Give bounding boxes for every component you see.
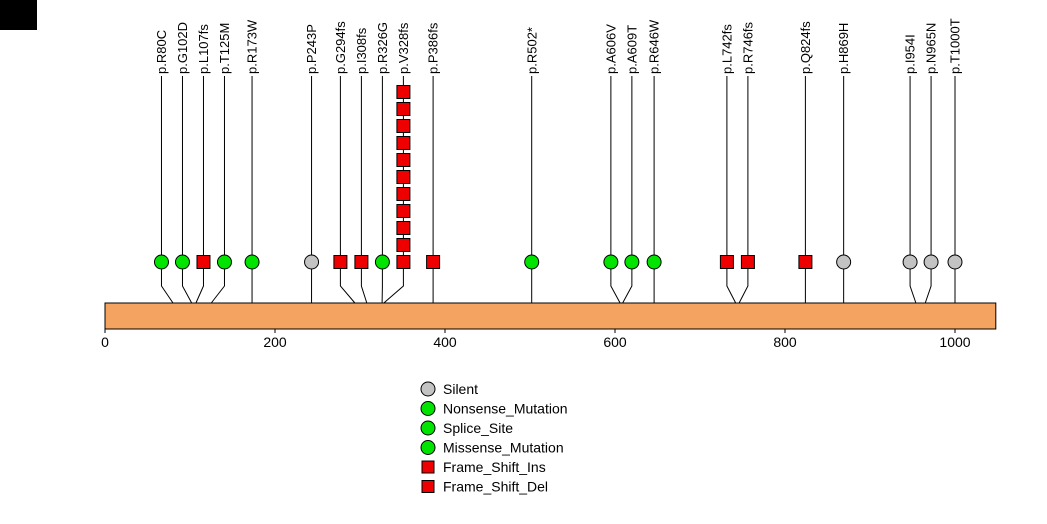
mutation-label: p.R502* <box>524 27 539 74</box>
mutation-marker <box>153 254 169 270</box>
mutation-marker <box>603 254 619 270</box>
mutation-marker <box>396 136 411 150</box>
axis-tick-label: 800 <box>773 334 797 350</box>
legend-marker <box>420 420 436 436</box>
mutation-label: p.R326G <box>375 22 390 74</box>
mutation-marker <box>719 255 734 269</box>
mutation-marker <box>740 255 755 269</box>
legend-label: Splice_Site <box>443 420 513 436</box>
mutation-marker <box>396 221 411 235</box>
mutation-marker <box>396 187 411 201</box>
axis-tick-label: 0 <box>101 334 109 350</box>
mutation-label: p.A609T <box>624 25 639 74</box>
mutation-marker <box>333 255 348 269</box>
mutation-stem <box>360 76 368 304</box>
mutation-label: p.Q824fs <box>798 21 813 74</box>
mutation-label: p.L107fs <box>196 24 211 74</box>
legend-marker <box>421 480 435 493</box>
legend-marker <box>420 401 436 416</box>
mutation-marker <box>174 254 190 270</box>
mutation-stem <box>726 76 737 304</box>
mutation-stem <box>738 76 749 304</box>
legend-marker <box>420 381 436 397</box>
mutation-marker <box>798 255 813 269</box>
mutation-marker <box>396 238 411 252</box>
mutation-marker <box>923 254 939 270</box>
mutation-label: p.T125M <box>217 23 232 74</box>
mutation-label: p.N965N <box>924 23 939 74</box>
mutation-marker <box>524 254 540 270</box>
mutation-label: p.R646W <box>647 19 662 74</box>
mutation-marker <box>196 255 211 269</box>
mutation-stem <box>160 76 174 304</box>
mutation-stem <box>909 76 917 304</box>
legend-label: Frame_Shift_Ins <box>443 459 546 475</box>
mutation-label: p.G294fs <box>333 21 348 74</box>
mutation-marker <box>947 254 963 270</box>
legend-label: Missense_Mutation <box>443 439 564 455</box>
axis-tick-label: 1000 <box>939 334 970 350</box>
legend-label: Frame_Shift_Del <box>443 478 548 494</box>
legend-marker <box>421 460 435 474</box>
mutation-marker <box>396 85 411 99</box>
mutation-marker <box>244 254 260 270</box>
mutation-marker <box>646 254 662 270</box>
axis-tick-label: 600 <box>603 334 627 350</box>
mutation-stem <box>622 76 633 304</box>
mutation-marker <box>902 254 918 270</box>
mutation-marker <box>396 153 411 167</box>
mutation-label: p.G102D <box>175 22 190 74</box>
mutation-label: p.A606V <box>603 24 618 74</box>
mutation-marker <box>216 254 232 270</box>
mutation-stem <box>195 76 204 304</box>
mutation-stem <box>339 76 356 304</box>
mutation-marker <box>396 119 411 133</box>
mutation-label: p.H869H <box>836 23 851 74</box>
legend-marker <box>420 440 436 455</box>
mutation-label: p.P243P <box>304 24 319 74</box>
mutation-label: p.I308fs <box>354 27 369 74</box>
mutation-marker <box>396 170 411 184</box>
axis-tick-label: 400 <box>433 334 457 350</box>
mutation-stem <box>210 76 225 304</box>
mutation-label: p.I954I <box>903 34 918 74</box>
mutation-stem <box>610 76 621 304</box>
legend-label: Silent <box>443 381 478 397</box>
mutation-marker <box>426 255 441 269</box>
corner-artifact <box>0 0 37 30</box>
mutation-marker <box>836 254 852 270</box>
mutation-marker <box>354 255 369 269</box>
legend-label: Nonsense_Mutation <box>443 400 568 416</box>
mutation-marker <box>304 254 320 270</box>
mutation-marker <box>374 254 390 270</box>
protein-bar <box>104 302 997 330</box>
mutation-label: p.L742fs <box>719 24 734 74</box>
mutation-marker <box>396 204 411 218</box>
mutation-stem <box>181 76 193 304</box>
axis-tick-label: 200 <box>263 334 287 350</box>
mutation-marker <box>396 102 411 116</box>
mutation-label: p.T1000T <box>948 18 963 74</box>
mutation-stem <box>924 76 932 304</box>
mutation-marker <box>396 255 411 269</box>
mutation-marker <box>624 254 640 270</box>
mutation-label: p.P386fs <box>426 22 441 74</box>
mutation-label: p.R746fs <box>740 21 755 74</box>
mutation-label: p.R80C <box>154 30 169 74</box>
mutation-label: p.R173W <box>245 19 260 74</box>
mutation-label: p.V328fs <box>396 22 411 74</box>
